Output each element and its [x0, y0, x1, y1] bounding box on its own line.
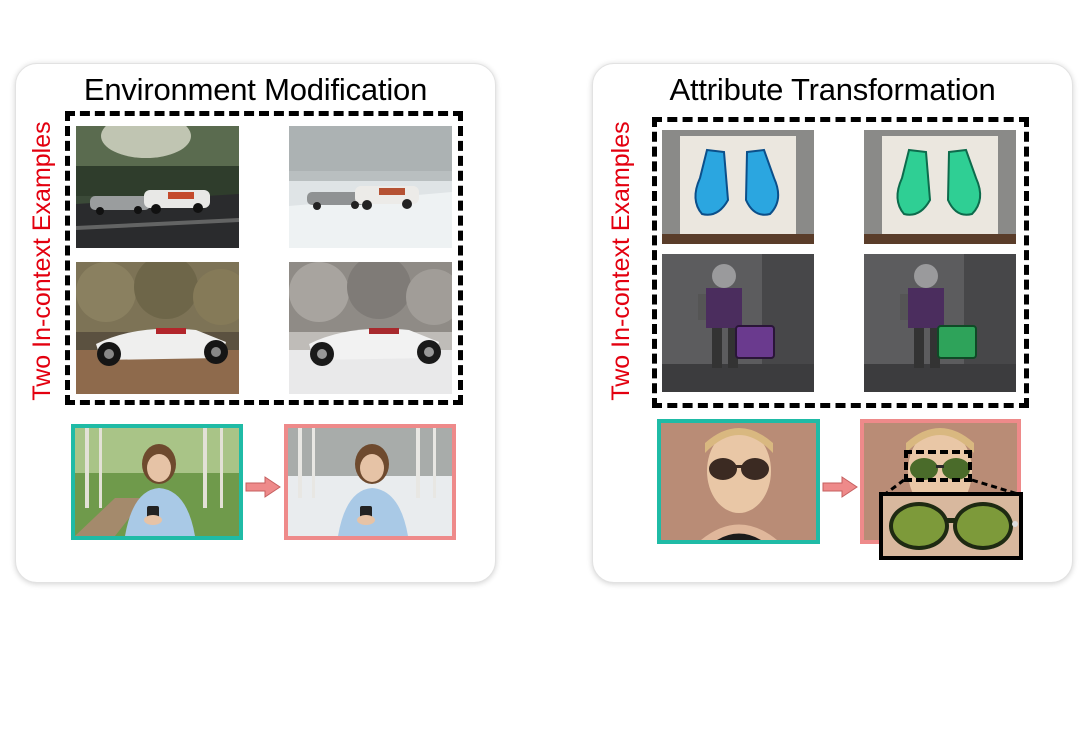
- example-2-source-image: [76, 262, 239, 394]
- side-label: Two In-context Examples: [28, 121, 56, 401]
- example-2-source-image: [662, 254, 814, 392]
- example-1-source-image: [662, 130, 814, 244]
- arrow-icon: [822, 476, 858, 498]
- query-source-image: [71, 424, 243, 540]
- panel-title: Attribute Transformation: [669, 72, 996, 107]
- example-2-target-image: [864, 254, 1016, 392]
- zoom-detail-box: [879, 492, 1023, 560]
- example-1-target-image: [864, 130, 1016, 244]
- example-1-target-image: [289, 126, 452, 248]
- query-source-image: [657, 419, 820, 544]
- example-1-source-image: [76, 126, 239, 248]
- in-context-examples-box: [65, 111, 463, 405]
- side-label: Two In-context Examples: [607, 121, 635, 401]
- panel-title: Environment Modification: [83, 72, 428, 107]
- query-result-image: [284, 424, 456, 540]
- zoom-source-box: [904, 450, 972, 482]
- example-2-target-image: [289, 262, 452, 394]
- in-context-examples-box: [652, 117, 1029, 408]
- arrow-icon: [245, 476, 281, 498]
